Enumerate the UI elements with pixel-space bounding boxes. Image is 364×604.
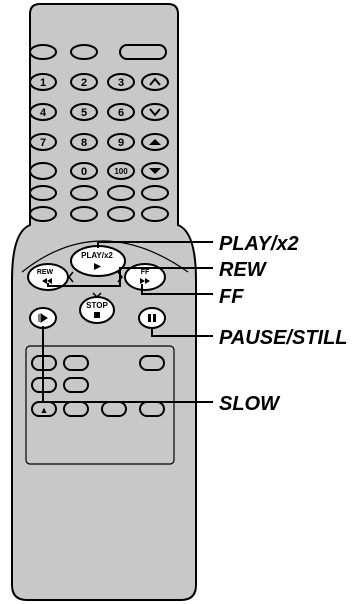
svg-text:0: 0 [81,166,87,178]
slow-leader-line [42,326,213,403]
ff-leader-line [141,284,213,295]
panel-key[interactable] [139,401,165,417]
number-key-4[interactable]: 4 [29,103,57,121]
number-key-8[interactable]: 8 [70,133,98,151]
callout-pause: PAUSE/STILL [219,327,348,349]
number-key-6[interactable]: 6 [107,103,135,121]
lower-panel [25,345,175,465]
rew-button[interactable]: REW [27,263,69,291]
blank-key[interactable] [29,206,57,222]
top-wide-button[interactable] [119,44,167,60]
number-key-9[interactable]: 9 [107,133,135,151]
panel-key[interactable] [63,401,89,417]
eject-icon: ▲ [40,405,49,415]
caret-down-icon [149,108,161,117]
svg-text:1: 1 [40,77,46,89]
slow-icon [38,313,48,323]
play-button[interactable]: PLAY/x2 [70,245,126,277]
blank-key[interactable] [29,185,57,201]
blank-key[interactable] [107,206,135,222]
number-key-3[interactable]: 3 [107,73,135,91]
slow-button[interactable] [29,307,57,329]
play-icon [94,263,101,270]
pause-icon [153,314,156,322]
blank-key[interactable] [107,185,135,201]
number-key-100[interactable]: 100 [107,162,135,180]
callout-rew: REW [219,259,268,281]
pause-icon [148,314,151,322]
eject-button[interactable]: ▲ [31,401,57,417]
callout-slow: SLOW [219,393,281,415]
panel-key[interactable] [63,377,89,393]
pause-button[interactable] [138,307,166,329]
callout-play: PLAY/x2 [219,233,299,255]
svg-text:PLAY/x2: PLAY/x2 [81,251,113,260]
number-key-1[interactable]: 1 [29,73,57,91]
panel-key[interactable] [63,355,89,371]
top-left-button[interactable] [29,44,57,60]
caret-up-button[interactable] [141,73,169,91]
blank-key[interactable] [141,185,169,201]
number-key-7[interactable]: 7 [29,133,57,151]
number-key-0[interactable]: 0 [70,162,98,180]
pause-leader-line [151,328,213,337]
svg-text:4: 4 [40,107,47,119]
svg-text:FF: FF [141,269,150,276]
triangle-down-icon [149,168,161,174]
triangle-up-icon [149,139,161,145]
triangle-down-button[interactable] [141,162,169,180]
svg-text:100: 100 [114,167,128,176]
callout-ff: FF [219,286,244,308]
blank-key[interactable] [70,185,98,201]
svg-text:STOP: STOP [86,301,108,310]
svg-text:6: 6 [118,107,124,119]
chevron-left-icon [68,271,74,283]
fast-forward-icon [140,278,150,284]
panel-key[interactable] [139,355,165,371]
panel-key[interactable] [101,401,127,417]
svg-text:REW: REW [37,269,54,276]
stop-button[interactable]: STOP [79,296,115,324]
svg-text:9: 9 [118,137,124,149]
number-key-2[interactable]: 2 [70,73,98,91]
svg-text:5: 5 [81,107,87,119]
svg-text:8: 8 [81,137,87,149]
caret-down-button[interactable] [141,103,169,121]
svg-text:7: 7 [40,137,46,149]
number-key-5[interactable]: 5 [70,103,98,121]
rewind-icon [42,278,52,284]
stop-icon [94,312,100,318]
top-middle-button[interactable] [70,44,98,60]
svg-text:2: 2 [81,77,87,89]
play-leader-line [97,241,213,248]
svg-text:3: 3 [118,77,124,89]
blank-key-left[interactable] [29,162,57,180]
rew-leader-line [47,267,213,287]
blank-key[interactable] [70,206,98,222]
ff-button[interactable]: FF [124,263,166,291]
blank-key[interactable] [141,206,169,222]
caret-up-icon [149,77,161,86]
triangle-up-button[interactable] [141,133,169,151]
